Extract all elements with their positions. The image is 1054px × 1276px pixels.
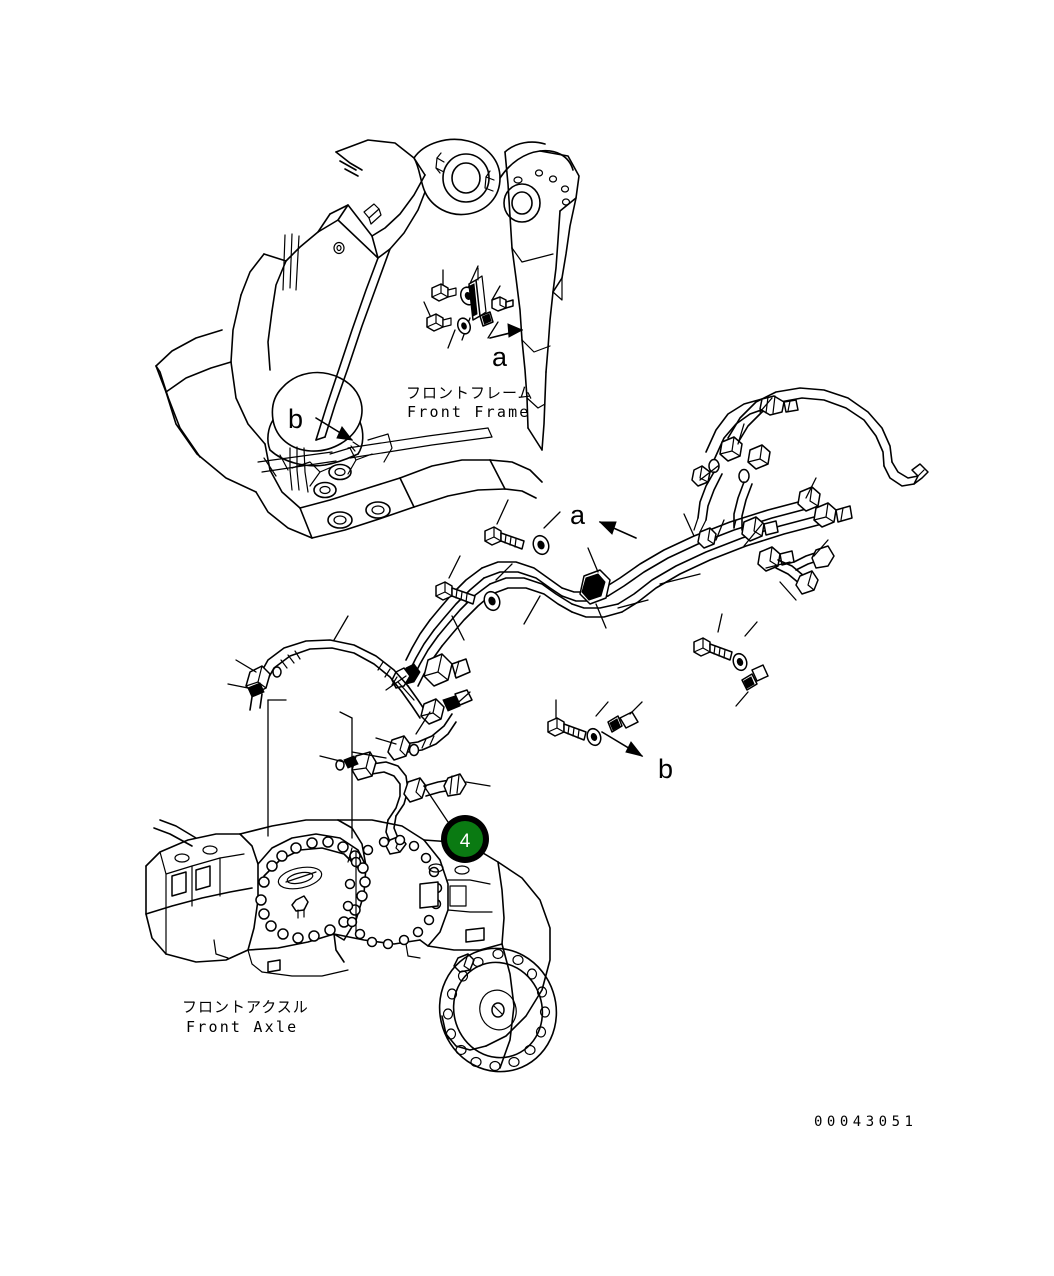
drawing-number: 00043051 — [814, 1114, 917, 1130]
upper-right-hose-run — [691, 387, 929, 531]
section-letter-b-upper: b — [288, 404, 303, 434]
label-front-frame: フロントフレーム Front Frame — [406, 384, 534, 421]
hub-joint-bolts — [342, 834, 443, 950]
bolt-washer-pair-2 — [435, 555, 513, 612]
front-axle-label-jp: フロントアクスル — [182, 998, 309, 1016]
section-letter-b-lower: b — [658, 754, 673, 784]
wheel-hub-bolts — [442, 948, 551, 1072]
front-axle-assembly — [145, 819, 558, 1073]
front-frame-label-jp: フロントフレーム — [406, 384, 534, 402]
section-marker-b-lower — [601, 731, 644, 757]
label-front-axle: フロントアクスル Front Axle — [182, 998, 309, 1036]
callout-number: 4 — [460, 831, 471, 852]
bolt-washer-pair-1 — [484, 499, 561, 556]
front-frame-label-en: Front Frame — [407, 403, 531, 421]
section-marker-b-upper — [315, 417, 360, 452]
central-tube-run — [391, 486, 853, 689]
section-letter-a-lower: a — [570, 500, 586, 530]
section-marker-a-lower — [598, 521, 637, 539]
hardware-group — [227, 397, 829, 839]
bolt-washer-clamp-lower — [547, 699, 643, 747]
frame-bolt-group — [423, 265, 514, 349]
callout-4[interactable]: 4 — [423, 785, 489, 863]
front-axle-label-en: Front Axle — [186, 1018, 298, 1036]
front-frame-assembly — [155, 138, 580, 539]
bolt-washer-clamp-right — [693, 613, 769, 707]
callout-fill — [447, 821, 483, 857]
section-marker-a-upper — [489, 323, 524, 339]
section-letter-a-upper: a — [492, 342, 508, 372]
